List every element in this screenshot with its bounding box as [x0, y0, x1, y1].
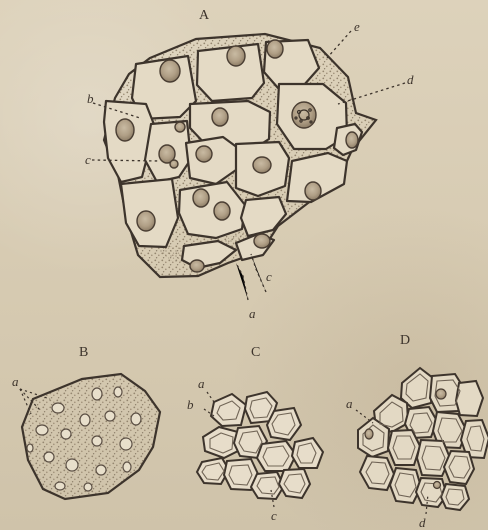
- panel-b: B a: [12, 345, 160, 499]
- cell-d15: [441, 484, 469, 510]
- panel-d-label: D: [400, 333, 410, 348]
- panel-a-label-c-bottom: c: [266, 269, 272, 284]
- panel-a-label-a: a: [249, 306, 256, 321]
- panel-c-label-a: a: [198, 376, 205, 391]
- cell-c1: [211, 394, 246, 426]
- panel-d: D a d: [346, 333, 488, 530]
- panel-a-label-c-left: c: [85, 152, 91, 167]
- panel-c-label-c: c: [271, 508, 277, 523]
- panel-c-label: C: [251, 345, 260, 360]
- panel-a-label-b: b: [87, 91, 94, 106]
- cell-d3: [456, 381, 483, 416]
- panel-a-label-e: e: [354, 19, 360, 34]
- panel-a-label: A: [199, 8, 210, 23]
- panel-b-label: B: [79, 345, 88, 360]
- panel-d-label-d: d: [419, 515, 426, 530]
- panel-b-outline: [22, 374, 160, 499]
- panel-c: C a b c: [187, 345, 323, 523]
- panel-d-label-a: a: [346, 396, 353, 411]
- panel-b-label-a: a: [12, 374, 19, 389]
- panel-a: A b c a c e d: [85, 8, 414, 321]
- panel-c-label-b: b: [187, 397, 194, 412]
- cell-a14: [241, 197, 286, 236]
- panel-a-label-d: d: [407, 72, 414, 87]
